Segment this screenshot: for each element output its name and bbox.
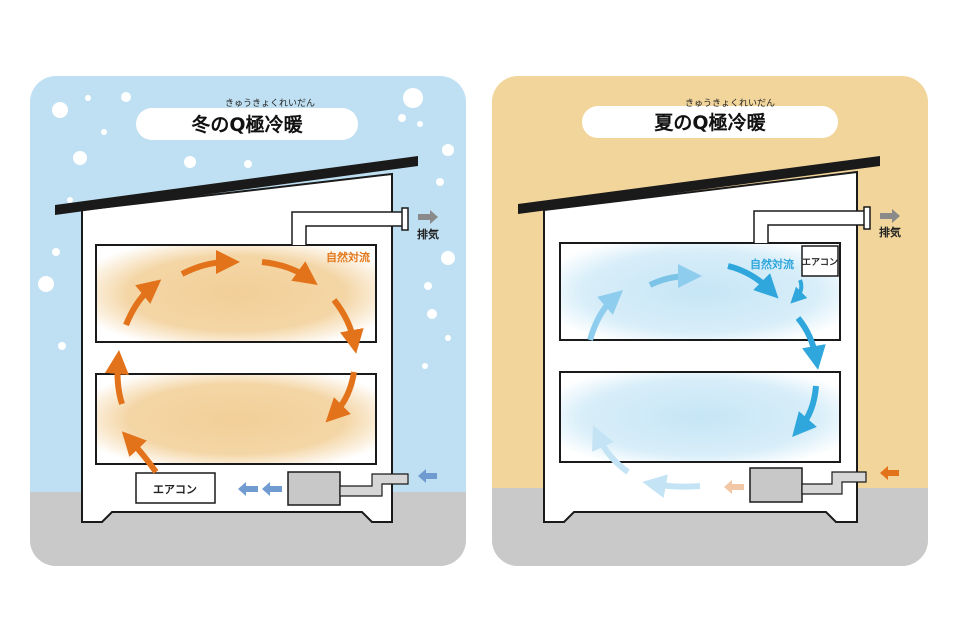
summer-intake-arrow — [880, 466, 899, 480]
winter-intake-duct — [339, 473, 409, 497]
winter-arrow-5 — [261, 259, 318, 286]
summer-arrow-1 — [727, 263, 779, 299]
winter-exhaust-label: 排気 — [417, 227, 439, 241]
winter-title-ruby: きゅうきょくれいだん — [225, 98, 315, 109]
winter-title-pill — [136, 108, 358, 140]
winter-arrow-7 — [325, 371, 357, 423]
winter-panel: きゅうきょくれいだん 冬のQ極冷暖 排気 自然対流 エアコン — [30, 76, 466, 566]
summer-roof — [518, 156, 880, 214]
summer-arrow-5 — [587, 290, 624, 341]
winter-roof — [55, 156, 418, 215]
winter-exhaust-cap — [401, 207, 409, 231]
winter-arrow-3 — [123, 279, 162, 327]
winter-aircon-box — [135, 472, 216, 504]
summer-convection-label: 自然対流 — [750, 257, 794, 271]
summer-arrow-2 — [795, 316, 826, 370]
summer-arrow-3 — [792, 385, 819, 438]
summer-arrow-6 — [592, 425, 630, 475]
summer-panel: きゅうきょくれいだん 夏のQ極冷暖 排気 エアコン 自然対流 — [492, 76, 928, 566]
snowflakes — [38, 88, 455, 369]
winter-ventilation-unit — [287, 471, 341, 506]
summer-ventilation-unit — [749, 467, 803, 503]
winter-arrow-1 — [121, 431, 159, 474]
summer-exhaust-label: 排気 — [879, 225, 901, 239]
summer-upper-floor — [559, 242, 841, 341]
winter-aircon-label: エアコン — [153, 483, 197, 496]
summer-aircon-box — [801, 245, 839, 277]
winter-arrow-2 — [105, 350, 129, 405]
summer-intake-duct — [801, 471, 867, 495]
winter-arrow-4 — [180, 250, 240, 277]
summer-aircon-label: エアコン — [802, 257, 838, 268]
summer-title-pill — [582, 106, 838, 138]
summer-title-ruby: きゅうきょくれいだん — [685, 98, 775, 109]
summer-arrow-aircon — [790, 279, 808, 304]
summer-arrow-7 — [642, 474, 701, 498]
winter-convection-label: 自然対流 — [326, 250, 370, 264]
winter-exhaust-arrow — [418, 210, 438, 224]
summer-arrow-4 — [648, 264, 702, 289]
winter-supply-arrow-1 — [262, 482, 282, 496]
summer-supply-arrow — [724, 480, 744, 494]
winter-supply-arrow-2 — [238, 482, 258, 496]
winter-intake-arrow — [418, 469, 437, 483]
summer-title: 夏のQ極冷暖 — [654, 111, 766, 134]
summer-exhaust-arrow — [880, 209, 900, 223]
winter-arrow-6 — [331, 298, 364, 354]
summer-exhaust-cap — [863, 206, 871, 230]
winter-title: 冬のQ極冷暖 — [191, 113, 303, 136]
